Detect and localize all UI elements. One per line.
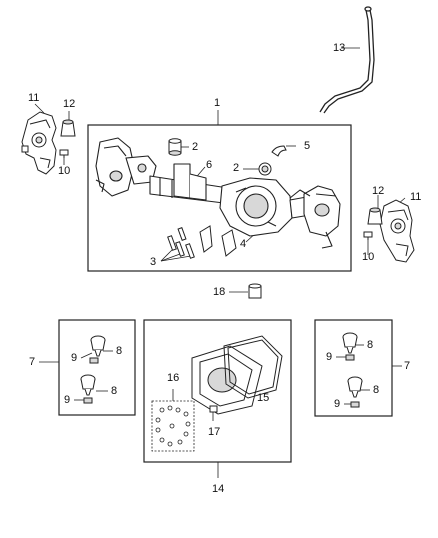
callout-8-left-bottom: 8 (111, 385, 118, 397)
differential-cover-box (143, 319, 292, 463)
callout-9-left-top: 9 (71, 352, 78, 364)
callout-16: 16 (167, 372, 180, 384)
callout-2a: 2 (192, 141, 199, 153)
steering-knuckle-icon-left (21, 111, 57, 175)
bushing-icon-2b (258, 162, 272, 176)
callout-11-right: 11 (410, 191, 422, 203)
axle-housing-icon (95, 137, 341, 249)
callout-12-left: 12 (63, 98, 76, 110)
callout-14: 14 (212, 483, 225, 495)
bushing-icon-right (367, 207, 383, 225)
bolt-icon-left (59, 149, 69, 158)
callout-9-left-bottom: 9 (64, 394, 71, 406)
callout-8-right-bottom: 8 (373, 384, 380, 396)
steering-knuckle-icon-right (379, 199, 415, 263)
callout-9-right-top: 9 (326, 351, 333, 363)
callout-8-left-top: 8 (116, 345, 123, 357)
gasket-icon (223, 335, 283, 399)
callout-4: 4 (240, 238, 247, 250)
callout-7-right: 7 (404, 360, 411, 372)
axle-assembly-box (87, 124, 352, 272)
bolt-set-icon (167, 227, 195, 259)
callout-8-right-top: 8 (367, 339, 374, 351)
callout-7-left: 7 (29, 356, 36, 368)
callout-18: 18 (213, 286, 226, 298)
vent-tube-icon (319, 6, 375, 114)
callout-3: 3 (150, 256, 157, 268)
callout-13: 13 (333, 42, 346, 54)
callout-1: 1 (214, 97, 221, 109)
callout-5: 5 (304, 140, 311, 152)
bushing-icon-left (60, 119, 76, 137)
callout-15: 15 (257, 392, 270, 404)
nut-icon (83, 354, 360, 408)
callout-12-right: 12 (372, 185, 385, 197)
callout-2b: 2 (233, 162, 240, 174)
ball-joint-box-right (314, 319, 393, 417)
vent-hose-icon (271, 145, 287, 157)
bolt-ring-icon (151, 400, 195, 452)
ball-joint-icon (80, 332, 363, 398)
callout-10-right: 10 (362, 251, 375, 263)
bracket-icon (199, 225, 237, 257)
bushing-icon-2a (168, 138, 182, 156)
differential-cover-icon (191, 345, 263, 415)
callout-10-left: 10 (58, 165, 71, 177)
callout-6: 6 (206, 159, 213, 171)
callout-17: 17 (208, 426, 221, 438)
callout-9-right-bottom: 9 (334, 398, 341, 410)
bolt-icon-right (363, 231, 373, 240)
bushing-icon-18 (248, 283, 262, 299)
ball-joint-box-left (58, 319, 136, 416)
bolt-icon-17 (209, 405, 218, 413)
callout-11-left: 11 (28, 92, 40, 104)
